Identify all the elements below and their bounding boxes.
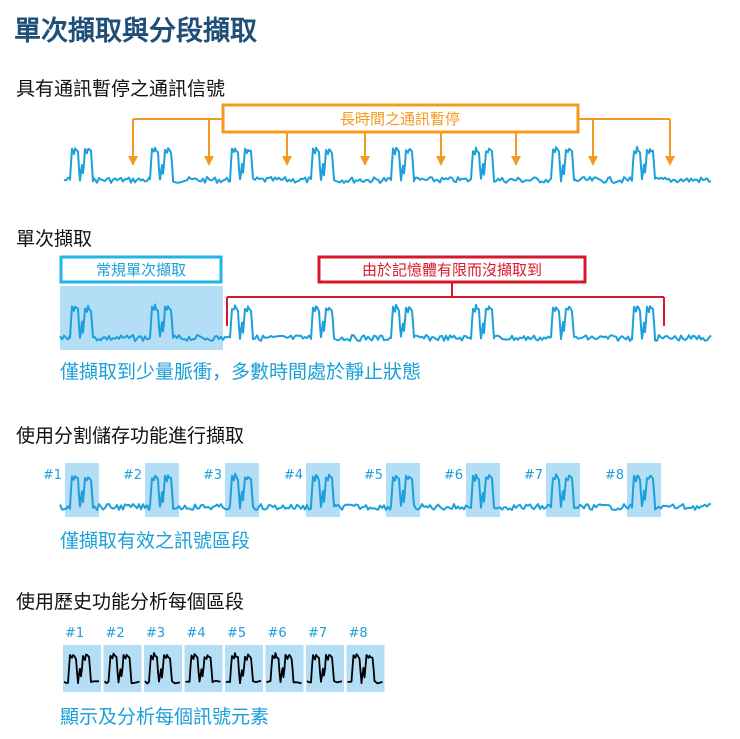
signal-waveform bbox=[63, 145, 712, 184]
signal-trace bbox=[63, 145, 712, 184]
history-segments: #1 #2 #3 #4 #5 #6 #7 #8 bbox=[63, 626, 385, 692]
pause-arrowhead bbox=[665, 156, 675, 166]
page-title: 單次擷取與分段擷取 bbox=[14, 15, 257, 47]
segmented-waveform bbox=[59, 472, 712, 511]
pause-arrowhead bbox=[282, 156, 292, 166]
section-heading-segmented: 使用分割儲存功能進行擷取 bbox=[16, 425, 244, 447]
pause-arrowhead bbox=[511, 156, 521, 166]
missed-callout-box bbox=[317, 255, 587, 284]
history-segment-number: #5 bbox=[227, 626, 246, 641]
pause-arrowhead bbox=[360, 156, 370, 166]
segmented-trace bbox=[59, 472, 712, 511]
segment-number: #5 bbox=[364, 468, 383, 483]
missed-callout-label: 由於記憶體有限而沒擷取到 bbox=[362, 261, 542, 279]
segment-number: #7 bbox=[524, 468, 543, 483]
history-segment-number: #7 bbox=[308, 626, 327, 641]
single-acquisition-trace bbox=[59, 303, 712, 342]
history-segment-number: #6 bbox=[268, 626, 287, 641]
segment-number: #6 bbox=[444, 468, 463, 483]
history-segment-number: #8 bbox=[349, 626, 368, 641]
history-segment-number: #3 bbox=[146, 626, 165, 641]
history-segment-number: #2 bbox=[106, 626, 125, 641]
section-segmented-acquisition: 使用分割儲存功能進行擷取 #1 #2 #3 #4 #5 #6 #7 #8 僅擷取有效之訊號區段 bbox=[16, 425, 712, 552]
history-segment-number: #1 bbox=[65, 626, 84, 641]
pause-arrowhead bbox=[204, 156, 214, 166]
history-caption: 顯示及分析每個訊號元素 bbox=[60, 706, 269, 728]
history-segment-trace bbox=[63, 653, 99, 684]
section-heading-single: 單次擷取 bbox=[16, 228, 92, 250]
history-segment-trace bbox=[347, 653, 383, 685]
pause-arrowhead bbox=[436, 156, 446, 166]
segment-number: #1 bbox=[43, 468, 62, 483]
pause-arrowhead bbox=[588, 156, 598, 166]
pause-arrowhead bbox=[128, 156, 138, 166]
history-segment-trace bbox=[225, 652, 262, 685]
history-segment-trace bbox=[103, 652, 140, 685]
segment-number: #8 bbox=[605, 468, 624, 483]
section-history-analysis: 使用歷史功能分析每個區段 #1 #2 #3 #4 #5 #6 #7 #8 顯示及分析每個訊號元… bbox=[16, 591, 385, 728]
history-segment-trace bbox=[266, 652, 302, 685]
section-continuous-signal: 具有通訊暫停之通訊信號 長時間之通訊暫停 bbox=[16, 78, 712, 184]
single-acquisition-caption: 僅擷取到少量脈衝，多數時間處於靜止狀態 bbox=[60, 361, 421, 383]
segment-number: #3 bbox=[203, 468, 222, 483]
segment-highlights: #1 #2 #3 #4 #5 #6 #7 #8 bbox=[43, 463, 661, 517]
captured-callout-label: 常規單次擷取 bbox=[96, 261, 186, 279]
history-segment-number: #4 bbox=[187, 626, 206, 641]
history-segment-trace bbox=[144, 652, 181, 685]
pause-callout-label: 長時間之通訊暫停 bbox=[340, 110, 460, 128]
section-single-acquisition: 單次擷取 常規單次擷取 由於記憶體有限而沒擷取到 僅擷取到少量脈衝，多數時間處於… bbox=[16, 228, 712, 383]
missed-bracket bbox=[226, 282, 665, 326]
segment-number: #4 bbox=[284, 468, 303, 483]
history-segment-trace bbox=[185, 653, 221, 683]
single-acquisition-waveform bbox=[59, 303, 712, 342]
captured-callout-box bbox=[59, 255, 223, 284]
segmented-caption: 僅擷取有效之訊號區段 bbox=[60, 530, 250, 552]
section-heading-history: 使用歷史功能分析每個區段 bbox=[16, 591, 244, 613]
segment-number: #2 bbox=[123, 468, 142, 483]
section-heading-signal: 具有通訊暫停之通訊信號 bbox=[16, 78, 225, 100]
pause-arrows bbox=[128, 118, 675, 166]
history-segment-trace bbox=[306, 653, 343, 684]
